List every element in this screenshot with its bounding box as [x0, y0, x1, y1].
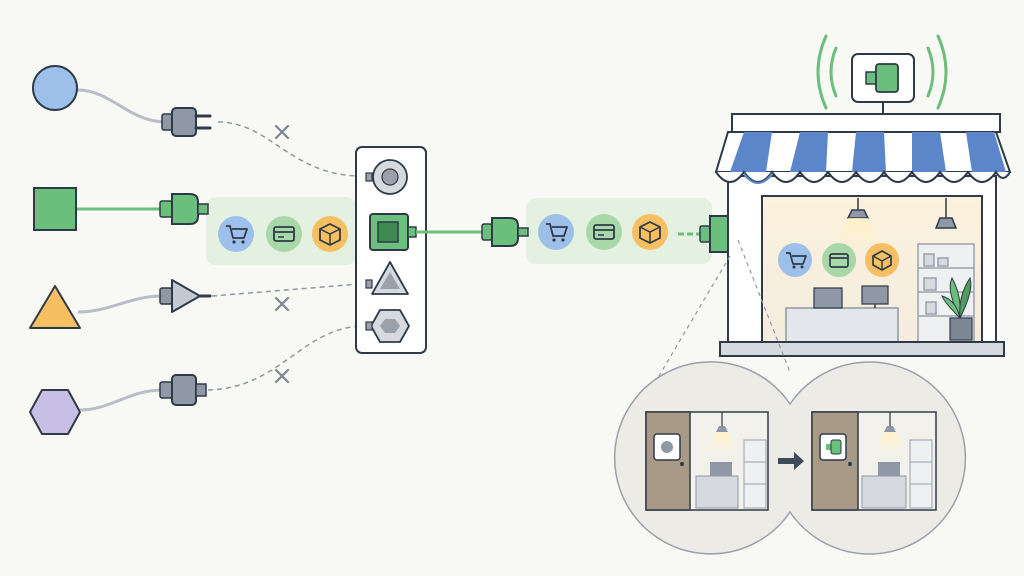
- cable-triangle: [77, 294, 163, 314]
- round-socket-icon: [653, 433, 681, 461]
- universal-adapter-panel: [355, 146, 427, 354]
- x-mark-icon: [274, 124, 290, 140]
- after-scene: [811, 411, 937, 511]
- package-icon: [865, 243, 899, 277]
- source-square: [33, 187, 77, 231]
- cable-circle: [77, 88, 166, 124]
- before-after-zoom: [613, 361, 967, 555]
- plug-hexagon-icon: [159, 374, 207, 406]
- source-circle: [32, 65, 78, 111]
- credit-card-icon: [586, 214, 622, 250]
- plug-socket-icon: [819, 433, 847, 461]
- storefront: [714, 34, 1012, 357]
- source-triangle: [29, 285, 81, 329]
- credit-card-icon: [822, 243, 856, 277]
- credit-card-icon: [266, 216, 302, 252]
- output-plug-icon: [481, 217, 529, 247]
- cable-hexagon: [79, 388, 163, 412]
- source-hexagon: [29, 389, 81, 435]
- cart-icon: [538, 214, 574, 250]
- x-mark-icon: [274, 368, 290, 384]
- store-sign: [851, 53, 915, 114]
- dashed-link-triangle: [211, 283, 361, 297]
- adapter-slot-circle: [365, 159, 408, 195]
- signal-waves-icon: [816, 34, 948, 110]
- adapter-slot-triangle: [365, 261, 409, 295]
- plug-square-icon: [159, 193, 209, 225]
- arrow-right-icon: [778, 452, 804, 470]
- x-mark-icon: [274, 296, 290, 312]
- awning: [714, 131, 1012, 184]
- plug-triangle-icon: [159, 279, 212, 313]
- plug-icon: [865, 63, 899, 93]
- plug-circle-icon: [161, 107, 212, 137]
- plant-icon: [941, 276, 973, 341]
- adapter-slot-hexagon: [365, 309, 410, 343]
- dashed-link-hexagon: [207, 325, 361, 391]
- cart-icon: [218, 216, 254, 252]
- dashed-link-circle: [217, 121, 361, 177]
- before-scene: [645, 411, 769, 511]
- package-icon: [312, 216, 348, 252]
- package-icon: [632, 214, 668, 250]
- counter: [785, 285, 899, 343]
- ceiling-lamp-icon: [934, 198, 958, 229]
- cart-icon: [778, 243, 812, 277]
